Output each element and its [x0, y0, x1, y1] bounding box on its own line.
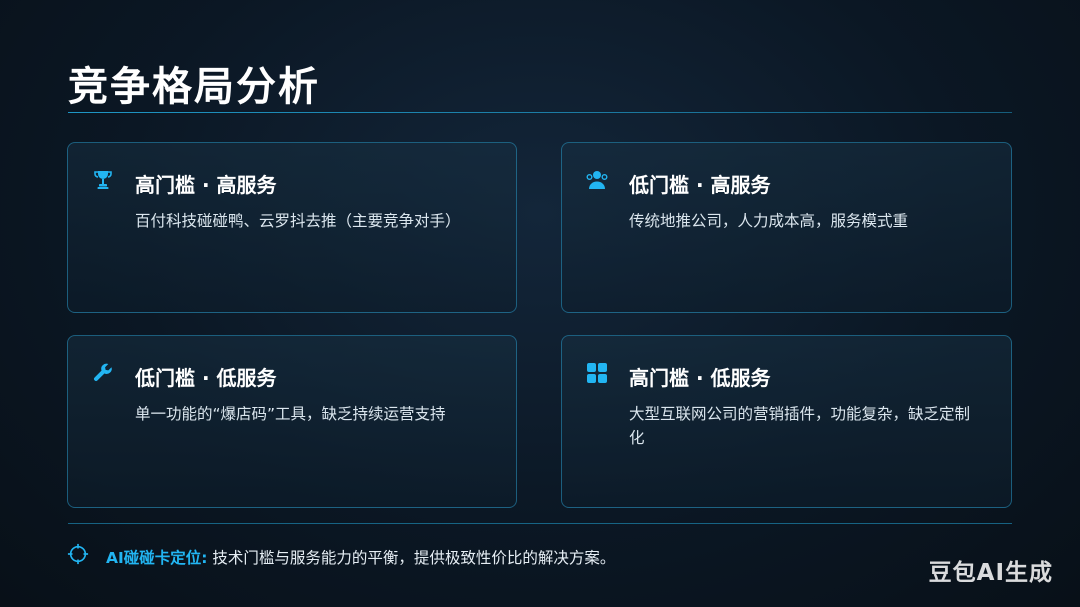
grid-apps-icon [584, 360, 610, 386]
footer-divider [68, 523, 1012, 524]
trophy-icon [90, 167, 116, 193]
card-heading: 低门槛 · 低服务 [135, 366, 277, 390]
positioning-label: AI碰碰卡定位: [106, 549, 208, 567]
card-description: 传统地推公司，人力成本高，服务模式重 [629, 212, 909, 230]
quadrant-card-high-threshold-high-service: 高门槛 · 高服务 百付科技碰碰鸭、云罗抖去推（主要竞争对手） [67, 142, 517, 313]
card-description: 大型互联网公司的营销插件，功能复杂，缺乏定制化 [629, 405, 971, 447]
quadrant-card-low-threshold-low-service: 低门槛 · 低服务 单一功能的“爆店码”工具，缺乏持续运营支持 [67, 335, 517, 508]
page-title: 竞争格局分析 [68, 64, 320, 110]
quadrant-card-high-threshold-low-service: 高门槛 · 低服务 大型互联网公司的营销插件，功能复杂，缺乏定制化 [561, 335, 1012, 508]
card-heading: 低门槛 · 高服务 [629, 173, 771, 197]
card-description: 百付科技碰碰鸭、云罗抖去推（主要竞争对手） [135, 212, 461, 230]
card-heading: 高门槛 · 低服务 [629, 366, 771, 390]
quadrant-card-low-threshold-high-service: 低门槛 · 高服务 传统地推公司，人力成本高，服务模式重 [561, 142, 1012, 313]
positioning-text: 技术门槛与服务能力的平衡，提供极致性价比的解决方案。 [207, 549, 616, 567]
card-heading: 高门槛 · 高服务 [135, 173, 277, 197]
title-divider [68, 112, 1012, 113]
users-icon [584, 167, 610, 193]
wrench-icon [90, 360, 116, 386]
ai-watermark: 豆包AI生成 [928, 560, 1053, 586]
crosshair-icon [67, 543, 89, 565]
card-description: 单一功能的“爆店码”工具，缺乏持续运营支持 [135, 405, 446, 423]
positioning-statement: AI碰碰卡定位: 技术门槛与服务能力的平衡，提供极致性价比的解决方案。 [106, 546, 615, 568]
